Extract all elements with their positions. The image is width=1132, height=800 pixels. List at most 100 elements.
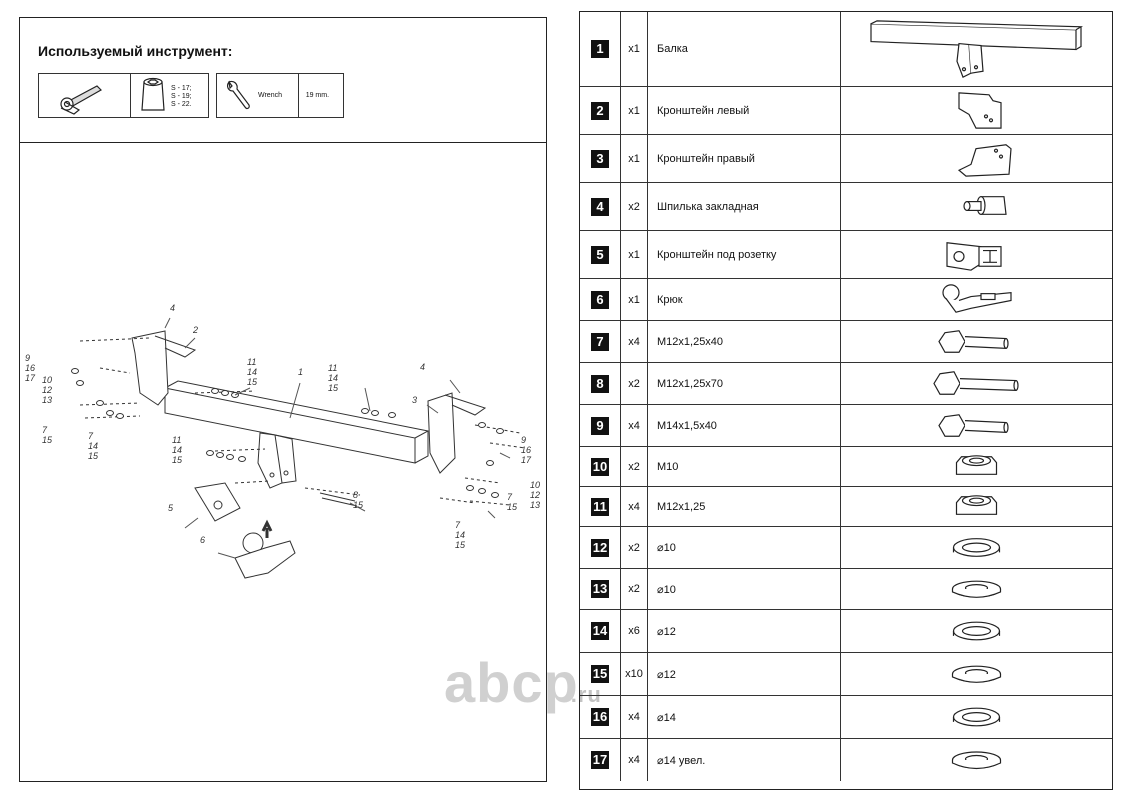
spring-washer-icon: [841, 610, 1112, 652]
nut-icon: [841, 487, 1112, 526]
part-name: ⌀10: [648, 569, 841, 609]
fastener-ring: [496, 428, 504, 434]
fastener-ring: [361, 408, 369, 414]
callout-label: 13: [530, 500, 540, 510]
callout-label: 15: [247, 377, 258, 387]
callout-label: 16: [521, 445, 531, 455]
callout-label: 4: [420, 362, 425, 372]
callout-label: 15: [507, 502, 518, 512]
fastener-ring: [206, 450, 214, 456]
part-name: Крюк: [648, 279, 841, 320]
part-number: 17: [591, 751, 609, 769]
callout-label: 15: [88, 451, 99, 461]
callout-label: 17: [25, 373, 36, 383]
bolt-long-icon: [841, 363, 1112, 404]
nut-icon: [841, 447, 1112, 486]
fastener-ring: [211, 388, 219, 394]
socket-bracket-icon: [841, 231, 1112, 278]
flat-washer-icon: [841, 653, 1112, 695]
callout-label: 11: [172, 435, 181, 445]
socket-wrench-box: S - 17; S - 19; S - 22.: [38, 73, 209, 118]
wrench-label: Wrench: [258, 92, 282, 99]
callout-label: 6: [200, 535, 205, 545]
fastener-ring: [116, 413, 124, 419]
callout-label: 8: [353, 490, 358, 500]
callout-label: 14: [247, 367, 257, 377]
part-name: M14x1,5x40: [648, 405, 841, 446]
part-number: 10: [591, 457, 609, 476]
wrench-size: 19 mm.: [305, 92, 330, 99]
part-name: M12x1,25: [648, 487, 841, 526]
callout-label: 7: [455, 520, 461, 530]
part-quantity: x4: [621, 405, 648, 446]
part-number: 14: [591, 622, 609, 640]
spring-washer-icon: [841, 527, 1112, 568]
bolt-icon: [841, 321, 1112, 362]
callout-label: 3: [412, 395, 417, 405]
part-quantity: x1: [621, 279, 648, 320]
part-name: Кронштейн левый: [648, 87, 841, 134]
bracket-right-icon: [841, 135, 1112, 182]
callout-label: 14: [172, 445, 182, 455]
fastener-ring: [71, 368, 79, 374]
part-number-cell: 3: [580, 135, 621, 182]
part-number-cell: 1: [580, 12, 621, 86]
part-number-cell: 17: [580, 739, 621, 781]
part-number-cell: 2: [580, 87, 621, 134]
part-number: 6: [591, 290, 609, 309]
fastener-ring: [221, 390, 229, 396]
part-quantity: x4: [621, 487, 648, 526]
fastener-ring: [388, 412, 396, 418]
part-name: ⌀12: [648, 610, 841, 652]
watermark-main: abcp: [444, 651, 579, 714]
part-name: M12x1,25x40: [648, 321, 841, 362]
part-quantity: x1: [621, 231, 648, 278]
socket-sizes: S - 17; S - 19; S - 22.: [171, 85, 192, 108]
part-name: Кронштейн под розетку: [648, 231, 841, 278]
watermark: abcp.ru: [444, 650, 602, 715]
part-number: 5: [591, 245, 609, 264]
fastener-ring: [491, 492, 499, 498]
fastener-ring: [466, 485, 474, 491]
part-name: Балка: [648, 12, 841, 86]
part-quantity: x4: [621, 739, 648, 781]
callout-label: 12: [530, 490, 540, 500]
stud-icon: [841, 183, 1112, 230]
part-name: ⌀12: [648, 653, 841, 695]
fastener-ring: [371, 410, 379, 416]
part-name: Кронштейн правый: [648, 135, 841, 182]
callout-label: 4: [170, 303, 175, 313]
hook-icon: [841, 279, 1112, 320]
callout-label: 14: [455, 530, 465, 540]
fastener-ring: [478, 422, 486, 428]
callout-label: 15: [455, 540, 466, 550]
part-number-cell: 10: [580, 447, 621, 486]
fastener-ring: [486, 460, 494, 466]
part-number-cell: 7: [580, 321, 621, 362]
part-quantity: x2: [621, 569, 648, 609]
bracket-left-icon: [841, 87, 1112, 134]
fastener-ring: [226, 454, 234, 460]
part-number: 1: [591, 40, 609, 58]
flat-washer-icon: [841, 569, 1112, 609]
callout-label: 13: [42, 395, 52, 405]
part-number: 9: [591, 416, 609, 435]
callout-label: 16: [25, 363, 35, 373]
wrench-size-cell: 19 mm.: [299, 74, 343, 117]
part-number-cell: 9: [580, 405, 621, 446]
callout-label: 10: [42, 375, 52, 385]
callout-label: 1: [298, 367, 303, 377]
part-quantity: x10: [621, 653, 648, 695]
